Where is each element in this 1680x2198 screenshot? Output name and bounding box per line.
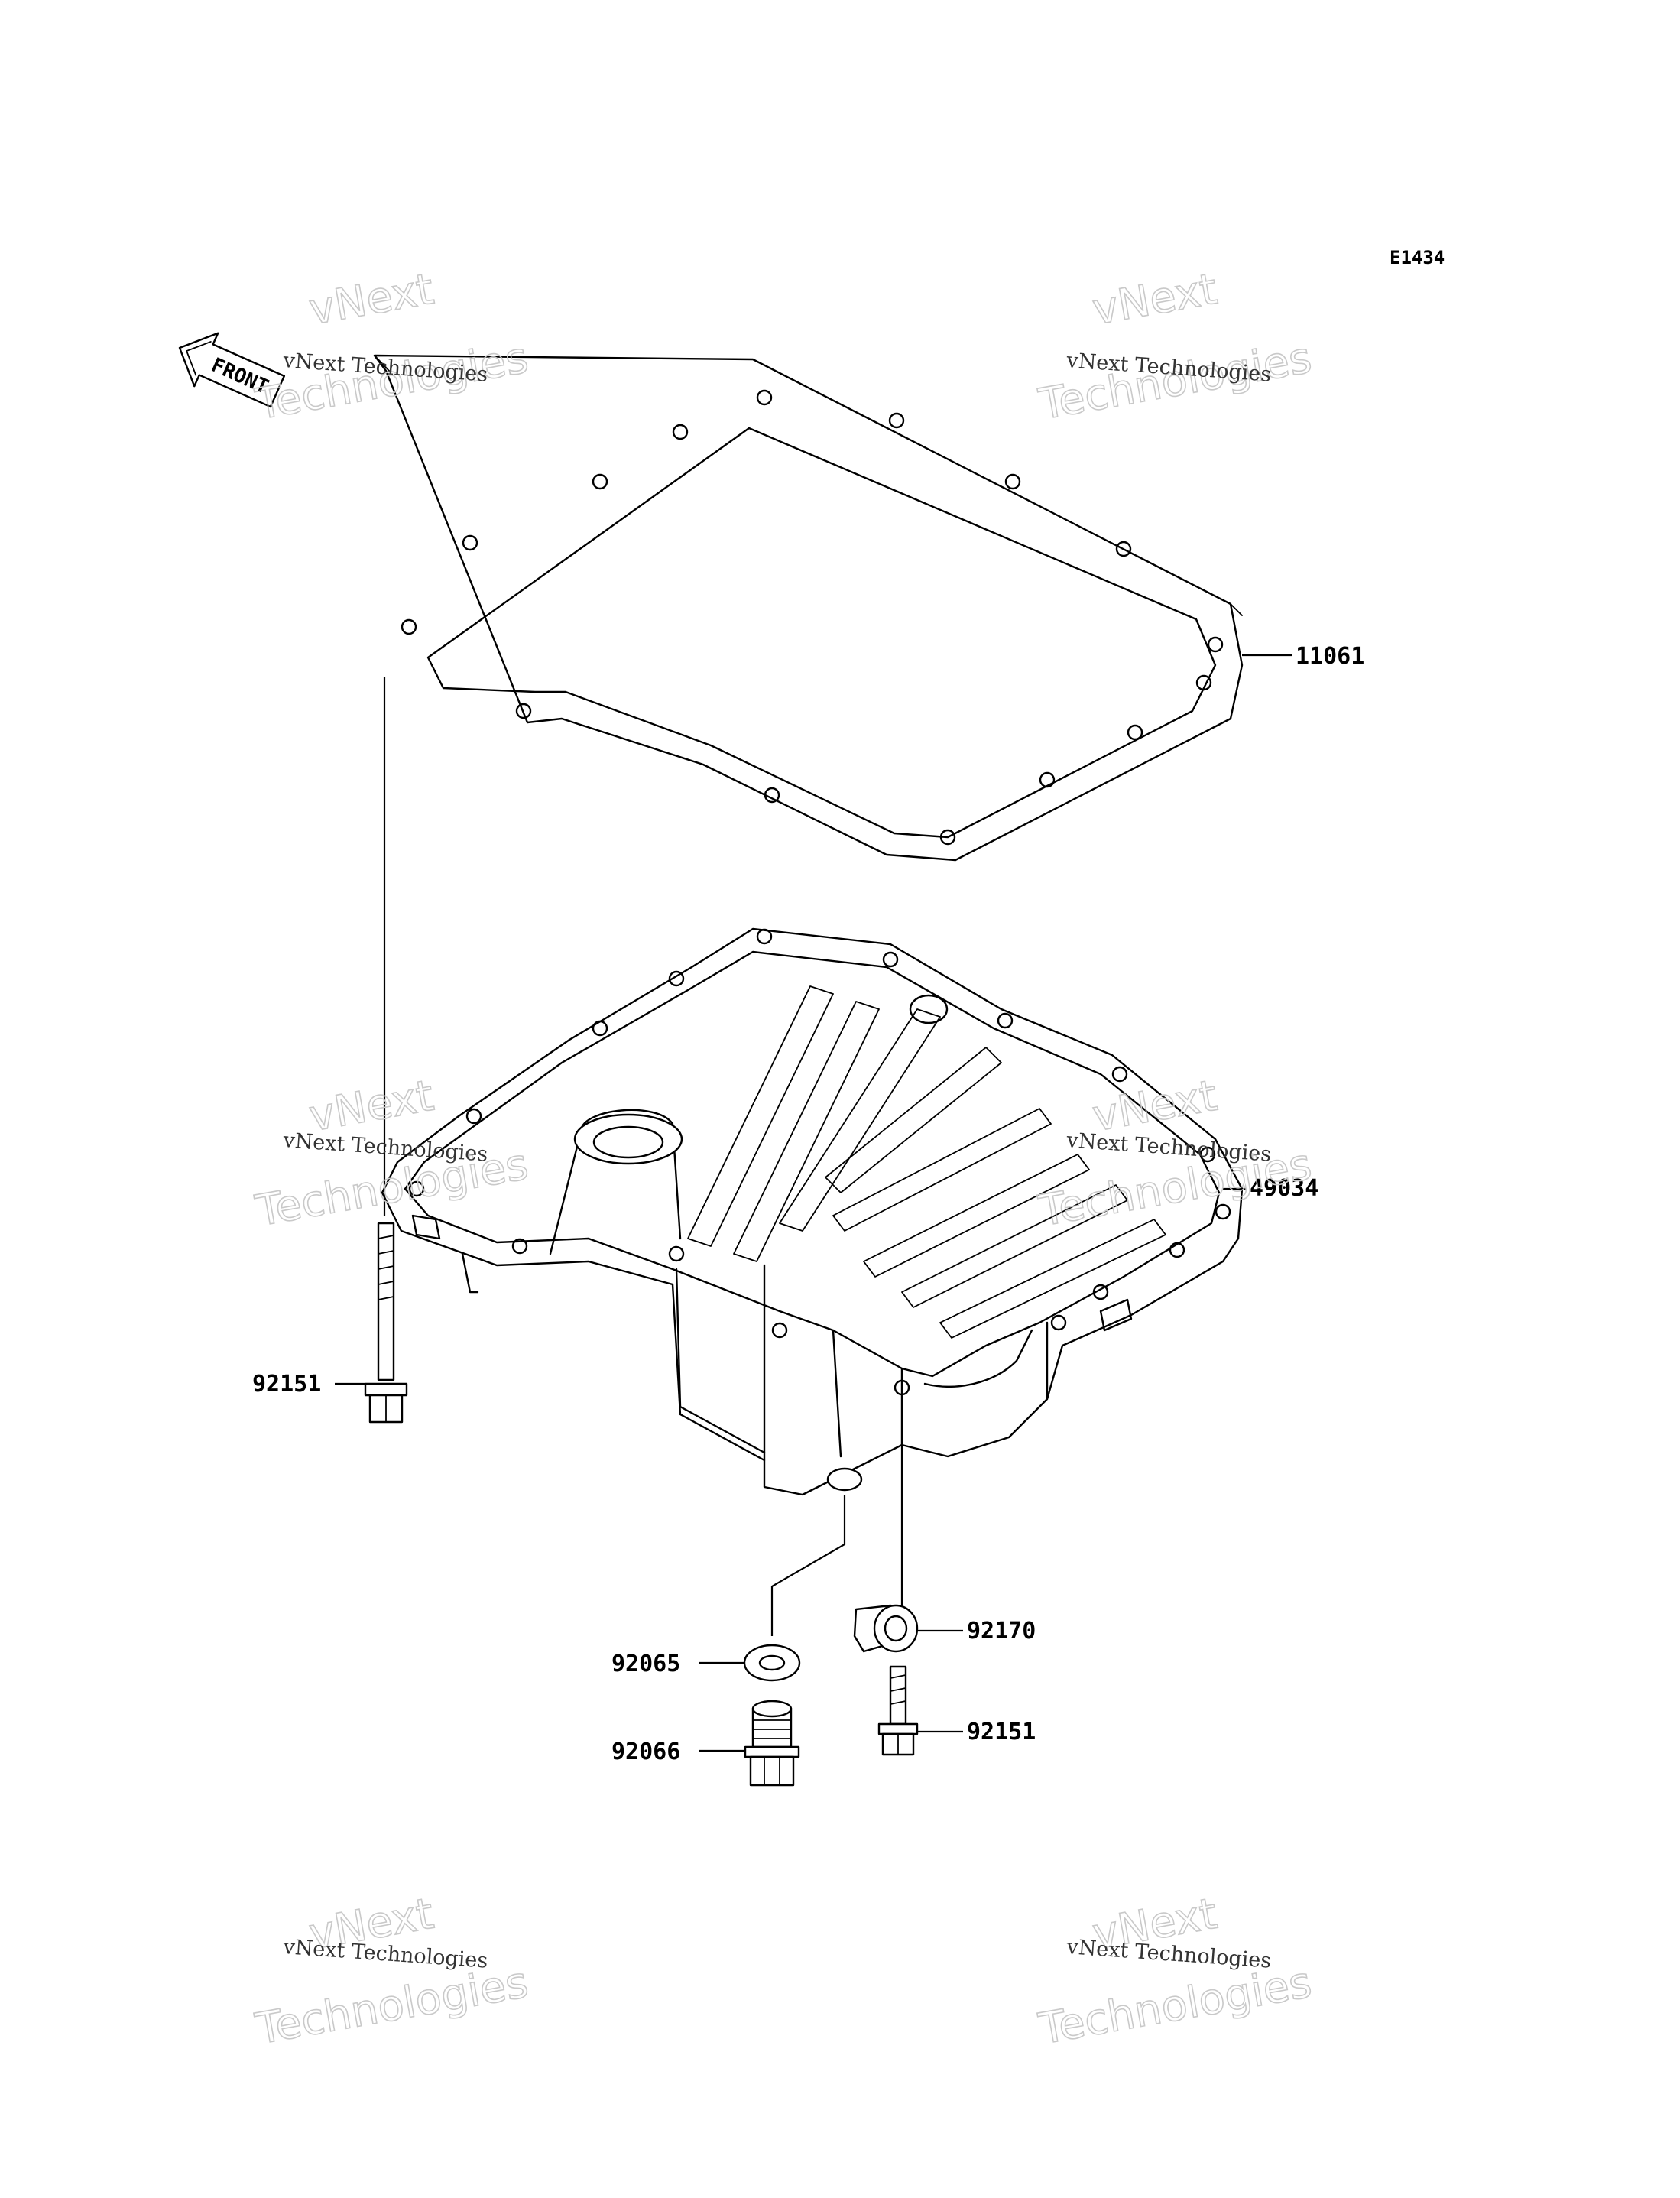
part-number-label: 92065 [611,1651,680,1677]
svg-text:Technologies: Technologies [251,333,532,430]
svg-text:Technologies: Technologies [1035,1958,1315,2055]
part-number-label: 49034 [1250,1175,1318,1202]
bolt-92151-right [877,1665,919,1756]
part-number-label: 92151 [252,1371,321,1398]
bolt-92151-left [364,1222,408,1424]
part-number-label: 92066 [611,1739,680,1765]
leader-line [770,1495,846,1636]
oil-pan-49034 [381,927,1244,1496]
part-number-label: 92170 [967,1618,1036,1644]
washer-92065 [743,1644,801,1682]
part-number-label: 11061 [1296,643,1364,670]
watermark: vNext Technologies [251,264,532,430]
svg-text:Technologies: Technologies [251,1958,532,2055]
gasket-11061 [373,354,1244,862]
part-number-label: 92151 [967,1719,1036,1745]
svg-text:vNext: vNext [1089,265,1221,335]
watermark: vNext Technologies [1034,264,1315,430]
drain-plug-92066 [744,1700,800,1787]
watermark-text: vNext Technologies [1065,1128,1273,1167]
svg-text:vNext: vNext [306,265,437,335]
diagram-code: E1434 [1390,247,1445,268]
svg-text:Technologies: Technologies [1035,333,1315,430]
clamp-92170 [853,1604,919,1653]
